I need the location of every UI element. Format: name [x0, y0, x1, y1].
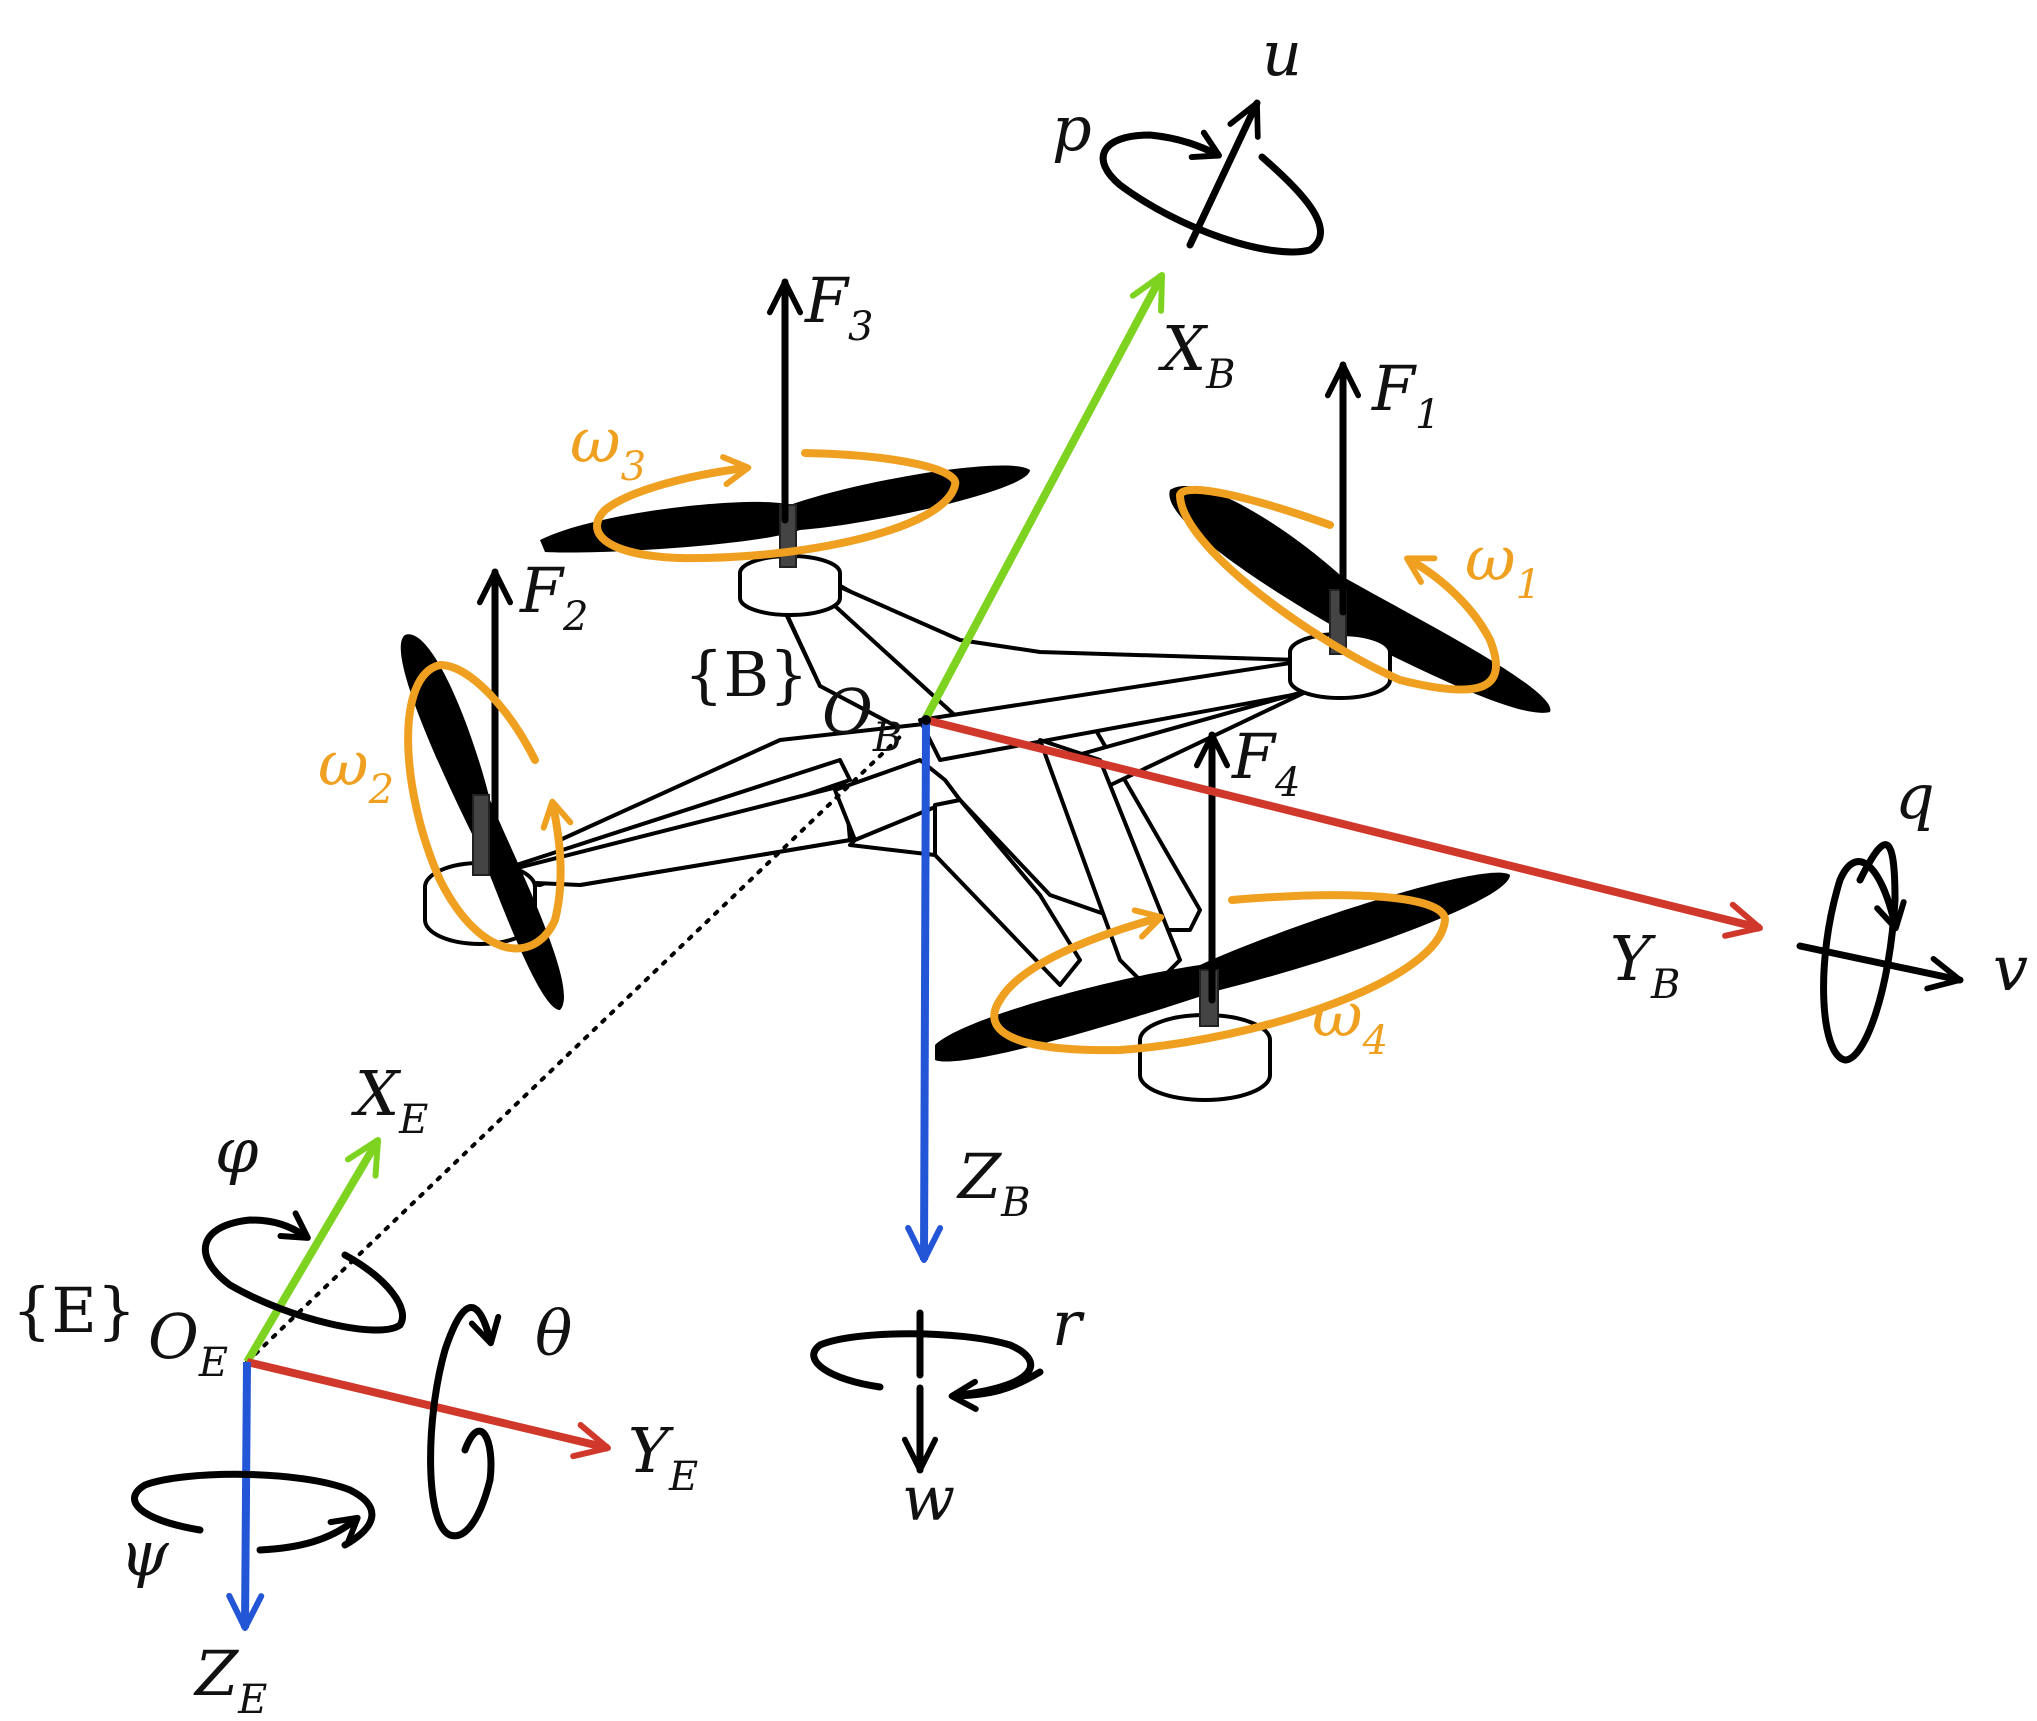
body-frame-label: {B} — [684, 638, 808, 711]
rotor-4 — [935, 872, 1510, 1102]
body-z-label: ZB — [956, 1140, 1031, 1226]
body-z-axis — [905, 719, 944, 1263]
force-f1-label: F1 — [1371, 352, 1440, 438]
body-z-rate-label: r — [1052, 1287, 1085, 1360]
body-origin-point — [921, 715, 931, 725]
earth-x-axis — [243, 1137, 382, 1365]
psi-rotation-symbol — [131, 1470, 376, 1554]
roll-rate-symbol — [1099, 99, 1324, 256]
force-f3-label: F3 — [804, 264, 873, 350]
omega2-orbit — [404, 660, 574, 953]
phi-rotation-symbol — [201, 1210, 406, 1334]
body-origin-label: OB — [822, 675, 902, 761]
omega3-label: ω3 — [570, 404, 646, 490]
pitch-rate-symbol — [1796, 841, 1964, 1064]
psi-label: ψ — [120, 1517, 170, 1590]
body-x-axis — [922, 272, 1166, 720]
body-y-label: YB — [1610, 922, 1680, 1008]
earth-x-label: XE — [351, 1057, 428, 1143]
theta-rotation-symbol — [427, 1304, 502, 1540]
earth-z-axis — [226, 1361, 265, 1631]
earth-y-axis — [246, 1358, 611, 1460]
body-x-label: XB — [1158, 312, 1236, 398]
earth-z-label: ZE — [193, 1637, 267, 1721]
omega1-orbit — [1175, 485, 1500, 694]
omega1-label: ω1 — [1465, 522, 1541, 608]
body-z-velocity-label: w — [902, 1462, 955, 1535]
origin-link — [245, 730, 907, 1364]
omega2-label: ω2 — [318, 727, 394, 813]
force-f4-label: F4 — [1231, 720, 1300, 806]
rotor1-blade — [1169, 486, 1551, 713]
body-x-velocity-label: u — [1262, 17, 1302, 90]
phi-label: φ — [215, 1114, 259, 1187]
body-y-velocity-label: v — [1993, 932, 2028, 1005]
body-x-rate-label: p — [1052, 92, 1092, 165]
omega4-orbit — [990, 891, 1450, 1055]
body-y-axis — [925, 716, 1763, 939]
rotor2-shaft — [472, 794, 490, 876]
omega3-orbit — [593, 449, 960, 563]
theta-label: θ — [535, 1297, 572, 1370]
drone-frame — [468, 563, 1332, 992]
omega4-label: ω4 — [1312, 978, 1388, 1064]
body-y-rate-label: q — [1895, 760, 1935, 833]
earth-frame-label: {E} — [12, 1274, 136, 1347]
earth-origin-label: OE — [148, 1300, 228, 1386]
force-f2-label: F2 — [519, 554, 588, 640]
yaw-rate-symbol — [810, 1309, 1044, 1474]
rotor4-blade — [935, 872, 1510, 1062]
earth-y-label: YE — [628, 1414, 698, 1500]
